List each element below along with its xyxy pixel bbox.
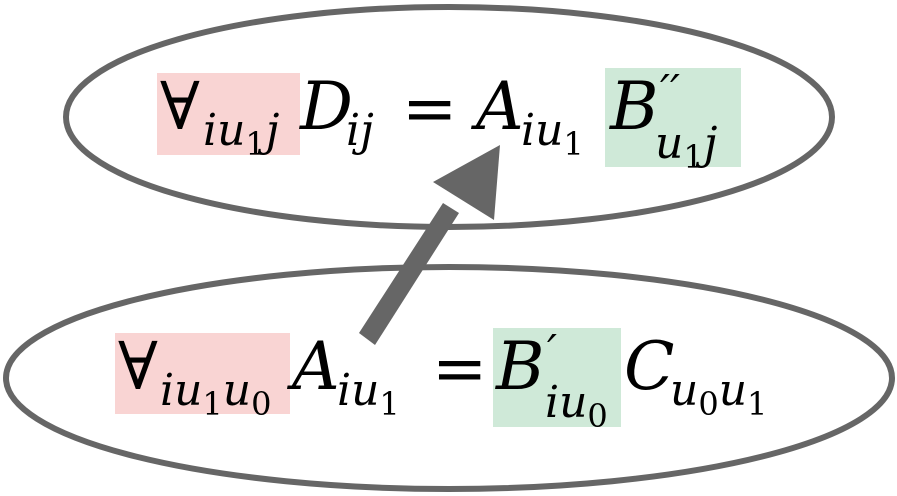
top-lhs-D: D <box>300 68 353 145</box>
top-rhs-A: A <box>476 68 524 145</box>
bottom-lhs-subscript: iu1 <box>337 365 400 423</box>
sub-number: 1 <box>245 125 266 163</box>
top-forall-symbol: ∀ <box>160 68 200 145</box>
sub-text: iu <box>521 105 564 156</box>
bottom-quantifier-highlight <box>115 333 290 414</box>
sub-text: iu <box>160 365 203 416</box>
sub-text: iu <box>545 377 588 428</box>
arrow-up-right-icon <box>359 145 500 345</box>
sub-text: u <box>670 365 699 416</box>
sub-number: 1 <box>379 385 400 423</box>
bottom-operand-highlight <box>493 328 621 427</box>
sub-number: 1 <box>563 125 584 163</box>
sub-text: iu <box>337 365 380 416</box>
sub-text: iu <box>203 105 246 156</box>
bottom-rhs-b-subscript: iu0 <box>545 377 608 435</box>
bottom-forall-subscript: iu1u0 <box>160 365 271 423</box>
sub-tail: u <box>718 365 748 416</box>
top-rhs-a-subscript: iu1 <box>521 105 584 163</box>
bottom-rhs-c-subscript: u0u1 <box>670 365 767 423</box>
sub-tail: u <box>222 365 252 416</box>
top-quantifier-highlight <box>157 73 300 155</box>
sub-number-2: 0 <box>251 385 272 423</box>
top-operand-highlight <box>605 68 741 167</box>
sub-tail: j <box>703 118 718 169</box>
top-rhs-b-prime: ′′ <box>660 66 680 117</box>
top-rhs-B: B <box>610 68 659 145</box>
bottom-equation-ellipse <box>3 264 895 492</box>
bottom-forall-symbol: ∀ <box>118 328 158 405</box>
sub-number: 0 <box>587 397 608 435</box>
sub-text: u <box>655 118 684 169</box>
bottom-rhs-B: B <box>496 328 545 405</box>
sub-number: 1 <box>683 138 704 176</box>
bottom-equals: = <box>432 330 488 407</box>
bottom-rhs-C: C <box>624 328 675 405</box>
sub-number: 0 <box>698 385 719 423</box>
top-rhs-b-subscript: u1j <box>655 118 718 176</box>
top-equals: = <box>402 70 458 147</box>
bottom-lhs-A: A <box>292 328 340 405</box>
sub-number-2: 1 <box>747 385 768 423</box>
bottom-rhs-b-prime: ′ <box>547 326 557 377</box>
sub-tail: j <box>265 105 280 156</box>
top-forall-subscript: iu1j <box>203 105 280 163</box>
top-lhs-subscript: ij <box>346 105 374 156</box>
sub-number: 1 <box>202 385 223 423</box>
